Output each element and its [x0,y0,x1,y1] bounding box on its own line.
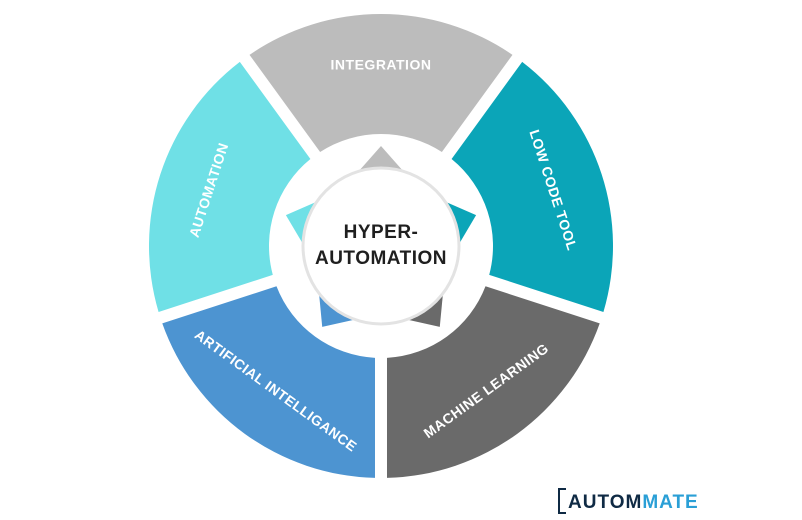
segment-integration [249,13,513,152]
logo-text-part2: MATE [642,492,699,513]
hub-title-line1: HYPER- [344,222,419,243]
logo-text-part1: AUTOM [568,492,643,513]
label-integration: INTEGRATION [331,57,432,73]
segment-low-code-tool [451,61,613,312]
segment-machine-learning [386,286,600,478]
logo-bracket [558,488,566,514]
hub-title-line2: AUTOMATION [315,248,447,269]
hub-circle [301,166,461,326]
ring-segments [148,13,613,478]
segment-artificial-intelligance [162,286,376,478]
automate-logo: AUTOM MATE [558,488,699,514]
segment-automation [148,61,311,312]
